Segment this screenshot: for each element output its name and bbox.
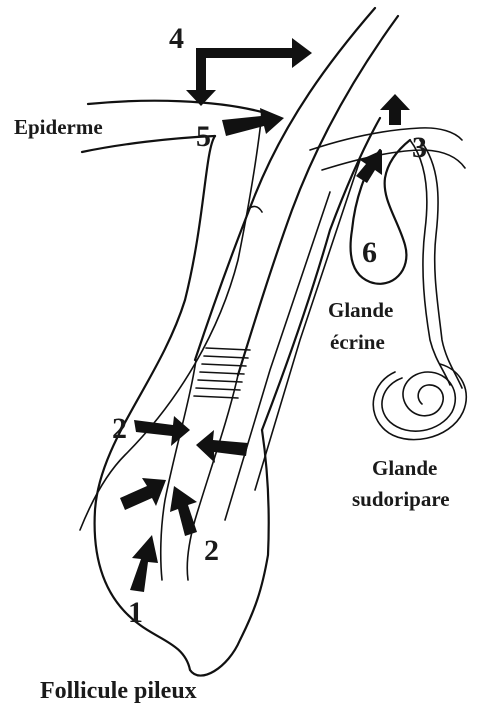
number-2-left: 2	[112, 412, 127, 445]
label-glande-ecrine-line2: écrine	[330, 330, 385, 354]
number-5: 5	[196, 120, 211, 153]
hair-follicle-outline	[80, 112, 380, 676]
label-glande-ecrine-line1: Glande	[328, 298, 393, 322]
sweat-gland	[373, 140, 466, 440]
caption-follicule-pileux: Follicule pileux	[40, 678, 197, 704]
epidermis-lines	[82, 101, 465, 170]
text-labels: Epiderme Glande écrine Glande sudoripare…	[14, 115, 450, 704]
number-3: 3	[412, 131, 427, 164]
number-6: 6	[362, 236, 377, 269]
label-epiderme: Epiderme	[14, 115, 103, 139]
hatched-zone	[194, 348, 250, 398]
label-glande-sudoripare-line2: sudoripare	[352, 487, 450, 511]
arrow-5	[222, 108, 284, 136]
arrow-3	[380, 94, 410, 125]
arrow-lower-right	[170, 486, 197, 536]
arrow-3-lower	[356, 150, 382, 183]
arrow-4-right	[196, 38, 312, 68]
arrow-lower-left	[120, 478, 166, 510]
label-glande-sudoripare-line1: Glande	[372, 456, 437, 480]
number-1: 1	[128, 596, 143, 629]
number-2-bottom: 2	[204, 534, 219, 567]
number-4: 4	[169, 22, 184, 55]
arrow-2-left	[134, 416, 190, 446]
arrow-1	[130, 535, 158, 592]
